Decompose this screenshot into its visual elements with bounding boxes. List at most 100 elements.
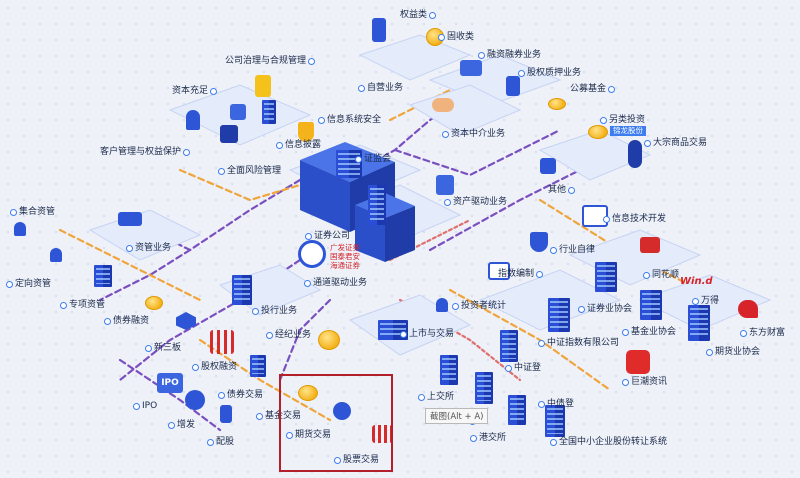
node-amac[interactable]: 基金业协会	[622, 327, 676, 338]
node-label: 经纪业务	[275, 330, 312, 340]
node-label: 指数编制	[498, 269, 535, 279]
node-client-protection[interactable]: 客户管理与权益保护	[100, 147, 191, 158]
node-dot	[568, 187, 576, 194]
node-cninfo[interactable]: 巨潮资讯	[622, 377, 667, 388]
node-label: 债券融资	[113, 316, 150, 326]
node-ipo[interactable]: IPO	[133, 401, 157, 412]
building-icon	[595, 262, 617, 292]
node-ccdc[interactable]: 中债登	[538, 399, 574, 410]
node-special-am[interactable]: 专项资管	[60, 300, 105, 311]
node-investor-stats[interactable]: 投资者统计	[452, 301, 506, 312]
node-dot	[304, 280, 311, 287]
node-neeq-system[interactable]: 全国中小企业股份转让系统	[550, 437, 667, 448]
node-fixed-income[interactable]: 固收类	[438, 32, 474, 43]
link-risk-gold	[178, 168, 302, 202]
node-dot	[266, 332, 273, 339]
node-investment-banking[interactable]: 投行业务	[252, 306, 297, 317]
node-asset-management[interactable]: 资管业务	[126, 243, 171, 254]
node-it-development[interactable]: 信息技术开发	[603, 214, 666, 225]
node-wind[interactable]: 万得	[692, 296, 719, 307]
node-dot	[550, 247, 557, 254]
node-capital-intermediary[interactable]: 资本中介业务	[442, 129, 505, 140]
node-dot	[145, 345, 152, 352]
building-icon	[232, 275, 252, 305]
node-label: 另类投资	[609, 115, 646, 125]
node-hkex[interactable]: 港交所	[470, 433, 506, 444]
node-label: 同花顺	[652, 270, 680, 280]
building-icon	[94, 265, 112, 287]
node-listing-trading[interactable]: 上市与交易	[400, 329, 454, 340]
node-dot	[418, 394, 425, 401]
node-governance[interactable]: 公司治理与合规管理	[225, 56, 316, 67]
node-label: 基金交易	[265, 411, 302, 421]
node-self-regulation[interactable]: 行业自律	[550, 245, 595, 256]
node-collective-am[interactable]: 集合资管	[10, 207, 55, 218]
node-label: 投资者统计	[461, 301, 507, 311]
node-public-fund[interactable]: 公募基金	[570, 84, 616, 95]
node-csrc[interactable]: 证监会	[355, 154, 391, 165]
node-cfa[interactable]: 期货业协会	[706, 347, 760, 358]
node-label: 其他	[548, 185, 567, 195]
node-dot	[218, 168, 225, 175]
coin-stack-icon	[588, 125, 608, 139]
node-dot	[305, 233, 312, 240]
node-index-compilation[interactable]: 指数编制	[498, 269, 544, 280]
node-dot	[210, 88, 218, 95]
node-dot	[183, 149, 191, 156]
node-commodity-trading[interactable]: 大宗商品交易	[644, 138, 707, 149]
node-targeted-am[interactable]: 定向资管	[6, 279, 51, 290]
node-additional-issue[interactable]: 增发	[168, 420, 195, 431]
node-equity[interactable]: 权益类	[400, 10, 437, 21]
node-label: 港交所	[479, 433, 507, 443]
node-label: 资本中介业务	[451, 129, 506, 139]
node-dot	[126, 245, 133, 252]
node-rights-issue[interactable]: 配股	[207, 437, 234, 448]
user-icon	[436, 298, 448, 312]
link-asset2	[98, 248, 192, 302]
building-icon	[440, 355, 458, 385]
node-securities-company[interactable]: 证券公司	[305, 231, 350, 242]
node-proprietary[interactable]: 自营业务	[358, 83, 403, 94]
handshake-icon	[432, 98, 454, 112]
node-bond-financing[interactable]: 债券融资	[104, 316, 149, 327]
ths-logo-icon	[640, 237, 660, 253]
building-icon	[548, 298, 570, 332]
node-sse[interactable]: 上交所	[418, 392, 454, 403]
node-alternative-investment[interactable]: 另类投资	[600, 115, 645, 126]
node-dot	[538, 340, 545, 347]
node-brokerage[interactable]: 经纪业务	[266, 330, 311, 341]
node-label: 投行业务	[261, 306, 298, 316]
node-csdc[interactable]: 中证登	[505, 363, 541, 374]
node-dot	[706, 349, 713, 356]
node-eastmoney[interactable]: 东方财富	[740, 328, 785, 339]
node-csi[interactable]: 中证指数有限公司	[538, 338, 619, 349]
platform-top	[358, 34, 472, 81]
node-info-security[interactable]: 信息系统安全	[318, 115, 381, 126]
node-risk-management[interactable]: 全面风险管理	[218, 166, 281, 177]
node-label: 股票交易	[343, 455, 380, 465]
node-neeq[interactable]: 新三板	[145, 343, 181, 354]
node-fund-trading[interactable]: 基金交易	[256, 411, 301, 422]
node-capital-adequacy[interactable]: 资本充足	[172, 86, 218, 97]
node-other[interactable]: 其他	[548, 185, 576, 196]
node-futures-trading[interactable]: 期货交易	[286, 430, 331, 441]
node-dot	[603, 216, 610, 223]
node-margin-trading[interactable]: 融资融券业务	[478, 50, 541, 61]
node-label: 融资融券业务	[487, 50, 542, 60]
node-label: 行业自律	[559, 245, 596, 255]
node-bond-trading[interactable]: 债券交易	[218, 390, 263, 401]
node-channel-driven[interactable]: 通道驱动业务	[304, 278, 367, 289]
node-disclosure[interactable]: 信息披露	[276, 140, 321, 151]
node-asset-driven[interactable]: 资产驱动业务	[444, 197, 507, 208]
safe-icon	[220, 125, 238, 143]
candlestick-icon	[372, 425, 392, 443]
node-sac[interactable]: 证券业协会	[578, 304, 632, 315]
building-icon	[640, 290, 662, 320]
node-dot	[442, 131, 449, 138]
node-label: 定向资管	[15, 279, 52, 289]
node-equity-financing[interactable]: 股权融资	[192, 362, 237, 373]
node-dot	[538, 401, 545, 408]
node-stock-trading[interactable]: 股票交易	[334, 455, 379, 466]
node-ths[interactable]: 同花顺	[643, 270, 679, 281]
node-stock-pledge[interactable]: 股权质押业务	[518, 68, 581, 79]
